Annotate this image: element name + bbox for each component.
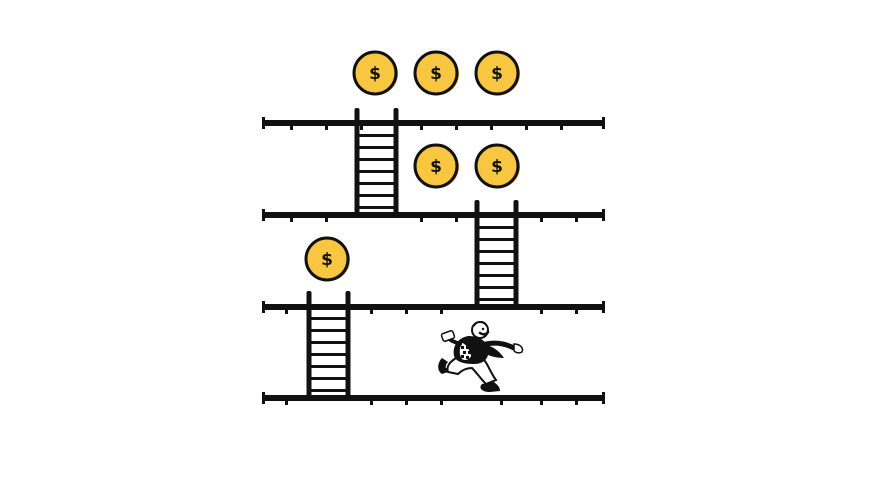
ladder-rung bbox=[477, 298, 516, 301]
coin[interactable]: $ bbox=[474, 143, 520, 189]
coin-symbol: $ bbox=[491, 64, 503, 84]
coin[interactable]: $ bbox=[304, 236, 350, 282]
ladder-rung bbox=[357, 122, 396, 125]
coin-body bbox=[304, 236, 350, 282]
ladder-rung bbox=[477, 250, 516, 253]
ladder-rung bbox=[357, 182, 396, 185]
ladder-rung bbox=[309, 329, 348, 332]
coins: $ $ $ $ $ $ bbox=[304, 50, 520, 282]
ladder-rung bbox=[309, 365, 348, 368]
ladder-rung bbox=[309, 377, 348, 380]
coin[interactable]: $ bbox=[474, 50, 520, 96]
ladder-rung bbox=[477, 286, 516, 289]
coin-body bbox=[352, 50, 398, 96]
ladder-level-4-to-3[interactable] bbox=[306, 291, 351, 397]
ladder-rung bbox=[477, 214, 516, 217]
ladder-rung bbox=[357, 158, 396, 161]
ladder-rung bbox=[477, 238, 516, 241]
ladder-rung bbox=[477, 262, 516, 265]
coin[interactable]: $ bbox=[413, 50, 459, 96]
ladder-rung bbox=[309, 341, 348, 344]
running-tycoon-icon[interactable] bbox=[438, 321, 524, 392]
ladder-rung bbox=[357, 134, 396, 137]
coin[interactable]: $ bbox=[413, 143, 459, 189]
platform-level-4 bbox=[262, 392, 605, 405]
ladder-level-3-to-2[interactable] bbox=[474, 200, 519, 306]
coin-body bbox=[474, 50, 520, 96]
ladder-rung bbox=[357, 170, 396, 173]
coin-symbol: $ bbox=[430, 64, 442, 84]
ladder-rung bbox=[477, 226, 516, 229]
ladders bbox=[306, 108, 519, 397]
coin-body bbox=[413, 50, 459, 96]
coin-body bbox=[413, 143, 459, 189]
platform-level-1 bbox=[262, 117, 605, 130]
platform-level-2 bbox=[262, 209, 605, 222]
coin-symbol: $ bbox=[430, 157, 442, 177]
ladder-rung bbox=[309, 389, 348, 392]
coin-symbol: $ bbox=[491, 157, 503, 177]
coin-body bbox=[474, 143, 520, 189]
coin-symbol: $ bbox=[321, 250, 333, 270]
ladder-rung bbox=[357, 146, 396, 149]
ladder-rung bbox=[309, 317, 348, 320]
coin-symbol: $ bbox=[369, 64, 381, 84]
ladder-rung bbox=[309, 305, 348, 308]
ladder-rung bbox=[357, 194, 396, 197]
ladder-rung bbox=[309, 353, 348, 356]
ladder-level-2-to-1[interactable] bbox=[354, 108, 399, 214]
coin[interactable]: $ bbox=[352, 50, 398, 96]
ladder-rung bbox=[477, 274, 516, 277]
ladder-rung bbox=[357, 206, 396, 209]
